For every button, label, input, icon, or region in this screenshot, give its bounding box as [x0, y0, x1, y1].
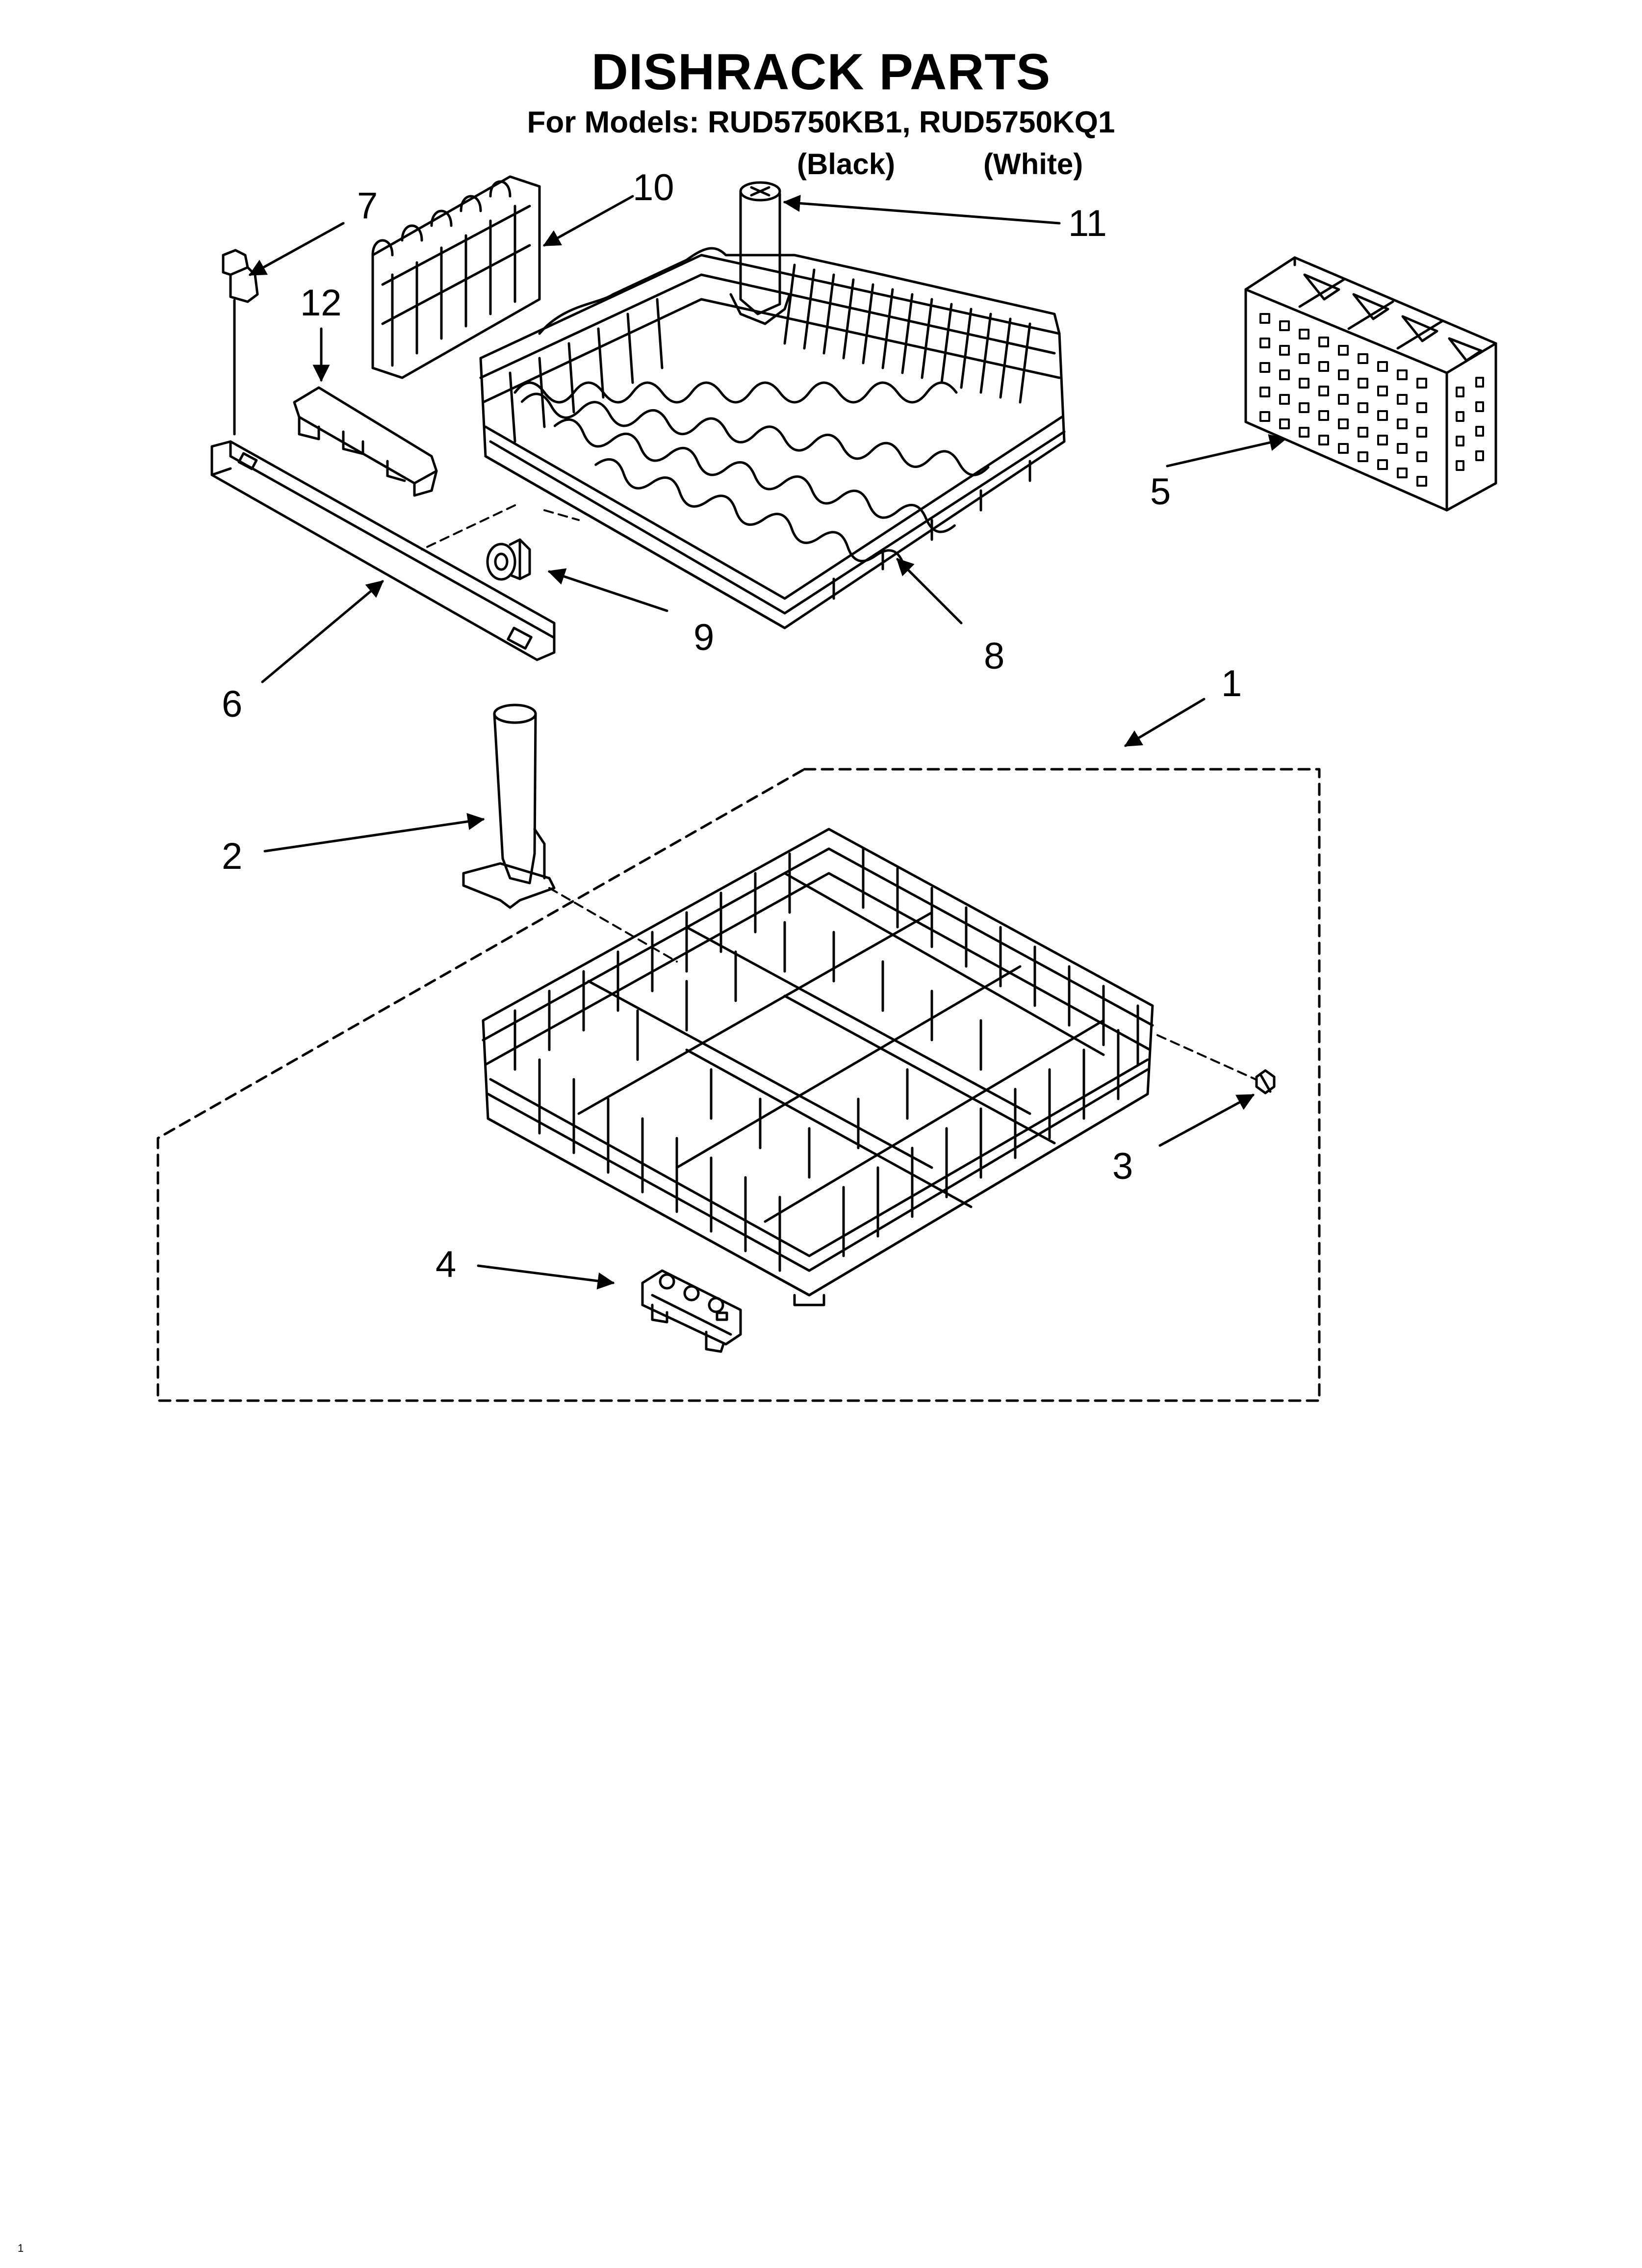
callout-10: 10: [633, 167, 674, 209]
stud-part-3: [1255, 1069, 1276, 1095]
callout-4: 4: [436, 1244, 457, 1285]
callout-8: 8: [984, 635, 1005, 677]
callout-12: 12: [300, 282, 342, 324]
callout-9: 9: [693, 617, 715, 658]
rack-rail-part-6: [210, 440, 556, 661]
basket-perforations: [1259, 313, 1484, 487]
callout-2: 2: [222, 835, 243, 877]
lower-spray-tube-part-2: [462, 704, 556, 909]
lower-dishrack-part-1: [482, 828, 1154, 1306]
variant-white-label: (White): [983, 148, 1083, 181]
silverware-basket-part-5: [1244, 256, 1497, 512]
upper-spray-tube-part-11: [729, 181, 791, 325]
callout-7: 7: [357, 185, 378, 227]
bracket-part-12: [293, 386, 438, 497]
alignment-lines: [421, 504, 1257, 1080]
callout-11: 11: [1068, 203, 1107, 244]
rack-roller-part-9: [486, 538, 531, 581]
callout-6: 6: [222, 683, 243, 725]
models-line: For Models: RUD5750KB1, RUD5750KQ1: [527, 105, 1115, 139]
upper-dishrack-part-8: [479, 247, 1066, 629]
callout-1: 1: [1221, 663, 1242, 704]
callout-arrows: [248, 194, 1287, 1290]
tine-row-part-10: [371, 175, 541, 379]
rail-clip-part-7: [222, 249, 259, 436]
variant-black-label: (Black): [797, 148, 896, 181]
roller-clip-part-4: [641, 1269, 742, 1353]
assembly-boundary: [156, 768, 1321, 1402]
page-number: 1: [18, 2242, 24, 2254]
page-title: DISHRACK PARTS: [591, 44, 1051, 101]
callout-5: 5: [1150, 471, 1171, 513]
callout-3: 3: [1112, 1146, 1133, 1187]
